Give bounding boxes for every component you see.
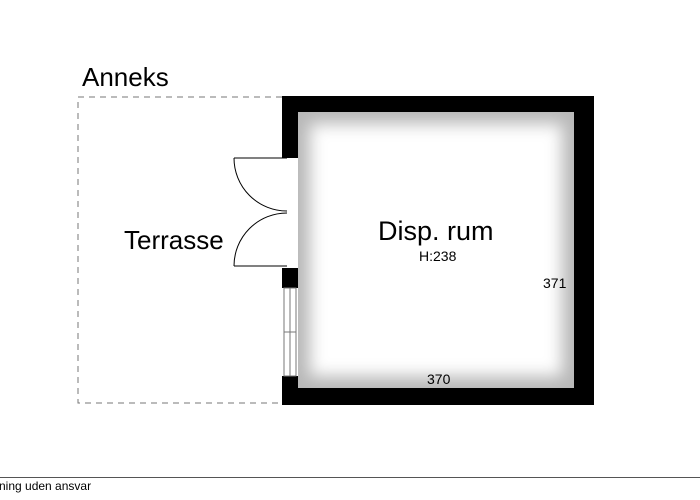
room-interior (298, 112, 574, 388)
room-width-dimension: 370 (427, 371, 451, 387)
door-swing-lower (233, 212, 288, 267)
annex-label: Anneks (82, 62, 169, 92)
room-depth-dimension: 371 (543, 275, 567, 291)
wall-left-upper (282, 96, 298, 158)
double-door (233, 157, 288, 267)
footer-disclaimer: ning uden ansvar (0, 479, 92, 493)
window (283, 287, 297, 377)
terrace-label: Terrasse (124, 225, 224, 255)
wall-bottom (282, 388, 594, 405)
door-swing-upper (233, 157, 288, 212)
room-name-label: Disp. rum (378, 216, 494, 246)
footer-divider (0, 477, 700, 478)
ceiling-height-label: H:238 (419, 248, 457, 264)
wall-left-middle (282, 268, 298, 288)
wall-right (574, 96, 594, 405)
wall-top (282, 96, 594, 112)
terrace-dashed-outline (77, 96, 282, 404)
wall-left-lower (282, 376, 298, 405)
